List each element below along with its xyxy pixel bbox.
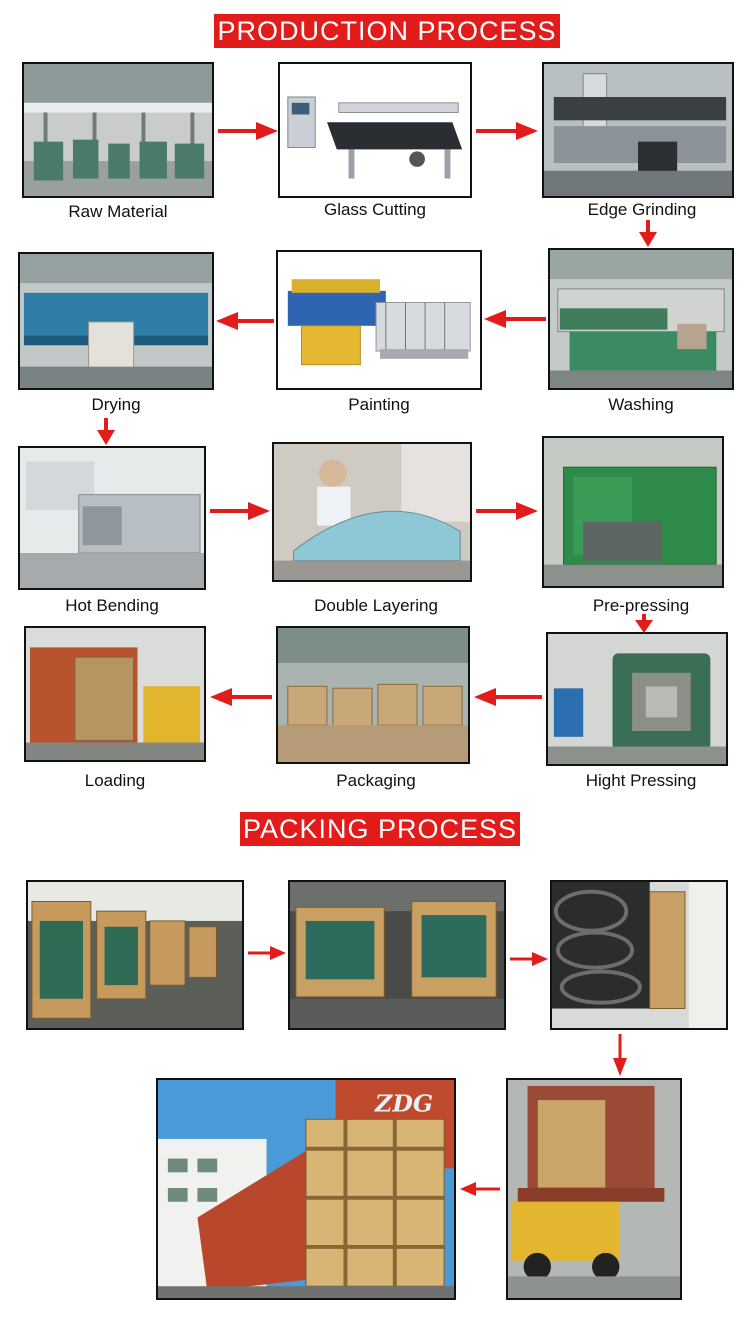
step-label-hot-bending: Hot Bending [18,596,206,616]
container-interior-photo [550,880,728,1030]
crates-row-photo [26,880,244,1030]
forklift-container-photo [506,1078,682,1300]
arrow-left-icon [208,686,274,708]
step-label-glass-cutting: Glass Cutting [278,200,472,220]
step-label-edge-grinding: Edge Grinding [542,200,742,220]
arrow-down-icon [637,220,659,248]
arrow-left-icon [472,686,544,708]
raw-material-photo [22,62,214,198]
crates-pair-photo [288,880,506,1030]
drying-photo [18,252,214,390]
step-label-hight-pressing: Hight Pressing [546,771,736,791]
step-label-drying: Drying [18,395,214,415]
arrow-right-icon [508,950,550,968]
hot-bending-photo [18,446,206,590]
arrow-right-icon [216,120,280,142]
step-label-pre-pressing: Pre-pressing [542,596,740,616]
loading-photo [24,626,206,762]
arrow-right-icon [246,944,288,962]
arrow-right-icon [208,500,272,522]
step-label-double-layering: Double Layering [272,596,480,616]
step-label-loading: Loading [24,771,206,791]
arrow-left-icon [214,310,276,332]
step-label-raw-material: Raw Material [22,202,214,222]
washing-photo [548,248,734,390]
step-label-painting: Painting [276,395,482,415]
painting-photo [276,250,482,390]
arrow-down-icon [95,418,117,446]
packaging-photo [276,626,470,764]
arrow-down-icon [610,1032,630,1078]
arrow-left-icon [458,1180,502,1198]
pre-pressing-photo [542,436,724,588]
double-layering-photo [272,442,472,582]
arrow-right-icon [474,120,540,142]
step-label-packaging: Packaging [276,771,476,791]
loaded-container-photo: ZDG [156,1078,456,1300]
production-title: PRODUCTION PROCESS [214,14,560,48]
arrow-down-icon [633,614,655,634]
glass-cutting-photo [278,62,472,198]
packing-title: PACKING PROCESS [240,812,520,846]
zdg-watermark: ZDG [374,1089,433,1117]
arrow-right-icon [474,500,540,522]
step-label-washing: Washing [548,395,734,415]
arrow-left-icon [482,308,548,330]
hight-pressing-photo [546,632,728,766]
edge-grinding-photo [542,62,734,198]
